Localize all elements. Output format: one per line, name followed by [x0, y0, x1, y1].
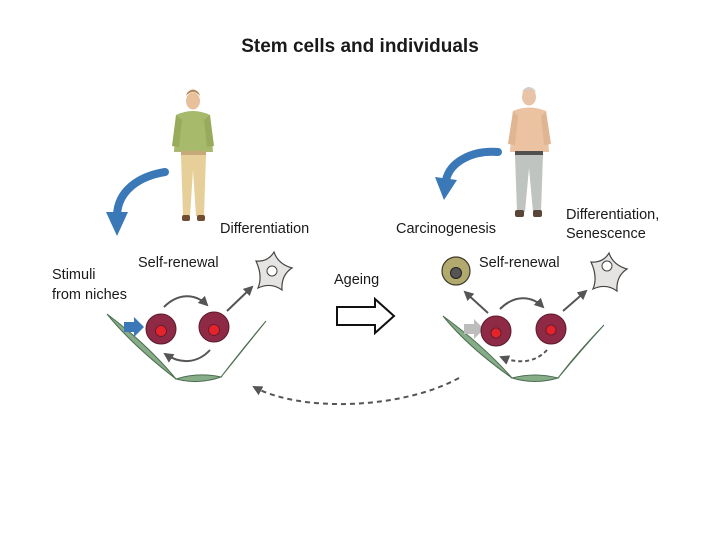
stimuli-label-line2: from niches	[52, 287, 127, 303]
right-stimulus-arrow-faded	[464, 319, 484, 339]
left-differentiation-arrow	[226, 285, 254, 312]
stimuli-label-line1: Stimuli	[52, 267, 96, 283]
right-blue-arrow	[435, 147, 502, 200]
diagram-title: Stem cells and individuals	[241, 36, 479, 57]
carcinogenesis-label: Carcinogenesis	[396, 221, 496, 237]
return-dashed-arrow	[252, 377, 460, 406]
right-self-renewal-arrow-top	[499, 297, 545, 310]
left-blue-arrow	[106, 168, 169, 236]
right-niche-cells	[442, 315, 605, 382]
ageing-label: Ageing	[334, 272, 380, 288]
right-stem-cell-1	[480, 315, 512, 347]
left-self-renewal-arrow-top	[163, 295, 209, 308]
left-differentiated-cell	[255, 250, 294, 292]
left-self-renewal-arrow-bottom	[163, 349, 211, 363]
cancer-cell	[441, 256, 471, 286]
right-differentiation-label-line1: Differentiation,	[566, 207, 660, 223]
right-differentiation-arrow	[562, 289, 588, 312]
right-senescence-label-line2: Senescence	[566, 226, 646, 242]
left-self-renewal-label: Self-renewal	[138, 255, 219, 271]
left-differentiation-label: Differentiation	[220, 221, 310, 237]
right-stem-cell-2	[535, 313, 567, 345]
left-stem-cell-1	[145, 313, 177, 345]
right-self-renewal-label: Self-renewal	[479, 255, 560, 271]
right-differentiated-cell	[590, 251, 629, 293]
old-person-illustration	[508, 87, 551, 217]
right-self-renewal-arrow-bottom-dashed	[499, 349, 548, 365]
left-stem-cell-2	[198, 311, 230, 343]
young-person-illustration	[172, 89, 214, 221]
ageing-arrow	[336, 296, 396, 336]
right-carcinogenesis-arrow	[463, 290, 489, 314]
left-stimulus-arrow	[124, 317, 144, 337]
